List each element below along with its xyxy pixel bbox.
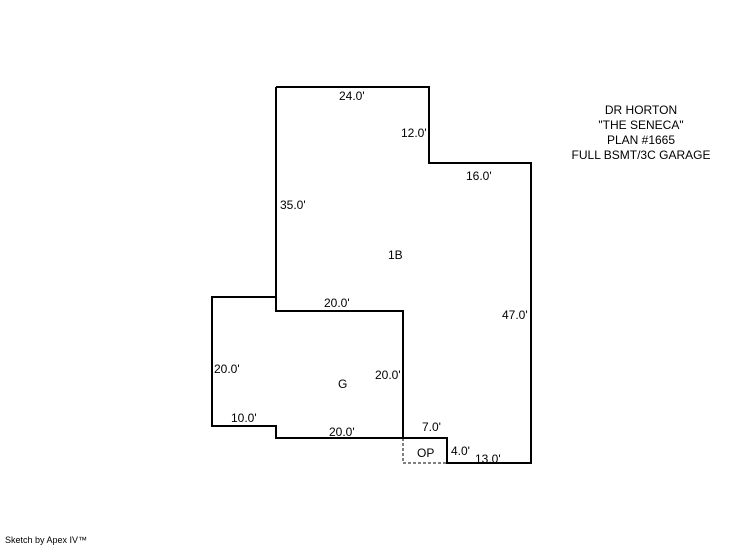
dim-garage-top: 20.0' [324, 296, 350, 310]
main-level-outline [275, 86, 532, 464]
title-line: PLAN #1665 [606, 133, 676, 147]
dim-garage-right: 20.0' [375, 368, 401, 382]
dim-garage-step: 10.0' [231, 411, 257, 425]
title-block: DR HORTON "THE SENECA" PLAN #1665 FULL B… [560, 103, 722, 163]
title-line: DR HORTON [604, 103, 678, 117]
dim-porch-top: 7.0' [422, 420, 441, 434]
title-line: FULL BSMT/3C GARAGE [571, 148, 711, 162]
dim-porch-side: 4.0' [451, 444, 470, 458]
area-label-porch: OP [417, 446, 435, 460]
title-line: "THE SENECA" [598, 118, 684, 132]
sketch-credit: Sketch by Apex IV™ [5, 535, 88, 545]
dim-step-right: 16.0' [466, 169, 492, 183]
open-porch-outline [402, 438, 447, 464]
dim-left-upper: 35.0' [280, 198, 306, 212]
dim-right: 47.0' [502, 308, 528, 322]
dim-step-down: 12.0' [401, 126, 427, 140]
dim-garage-bottom: 20.0' [329, 425, 355, 439]
dim-bottom: 13.0' [475, 452, 501, 466]
garage-outline [211, 296, 403, 439]
dim-top: 24.0' [339, 89, 365, 103]
area-label-garage: G [338, 377, 348, 391]
dim-garage-left: 20.0' [214, 362, 240, 376]
area-label-main: 1B [388, 248, 403, 262]
